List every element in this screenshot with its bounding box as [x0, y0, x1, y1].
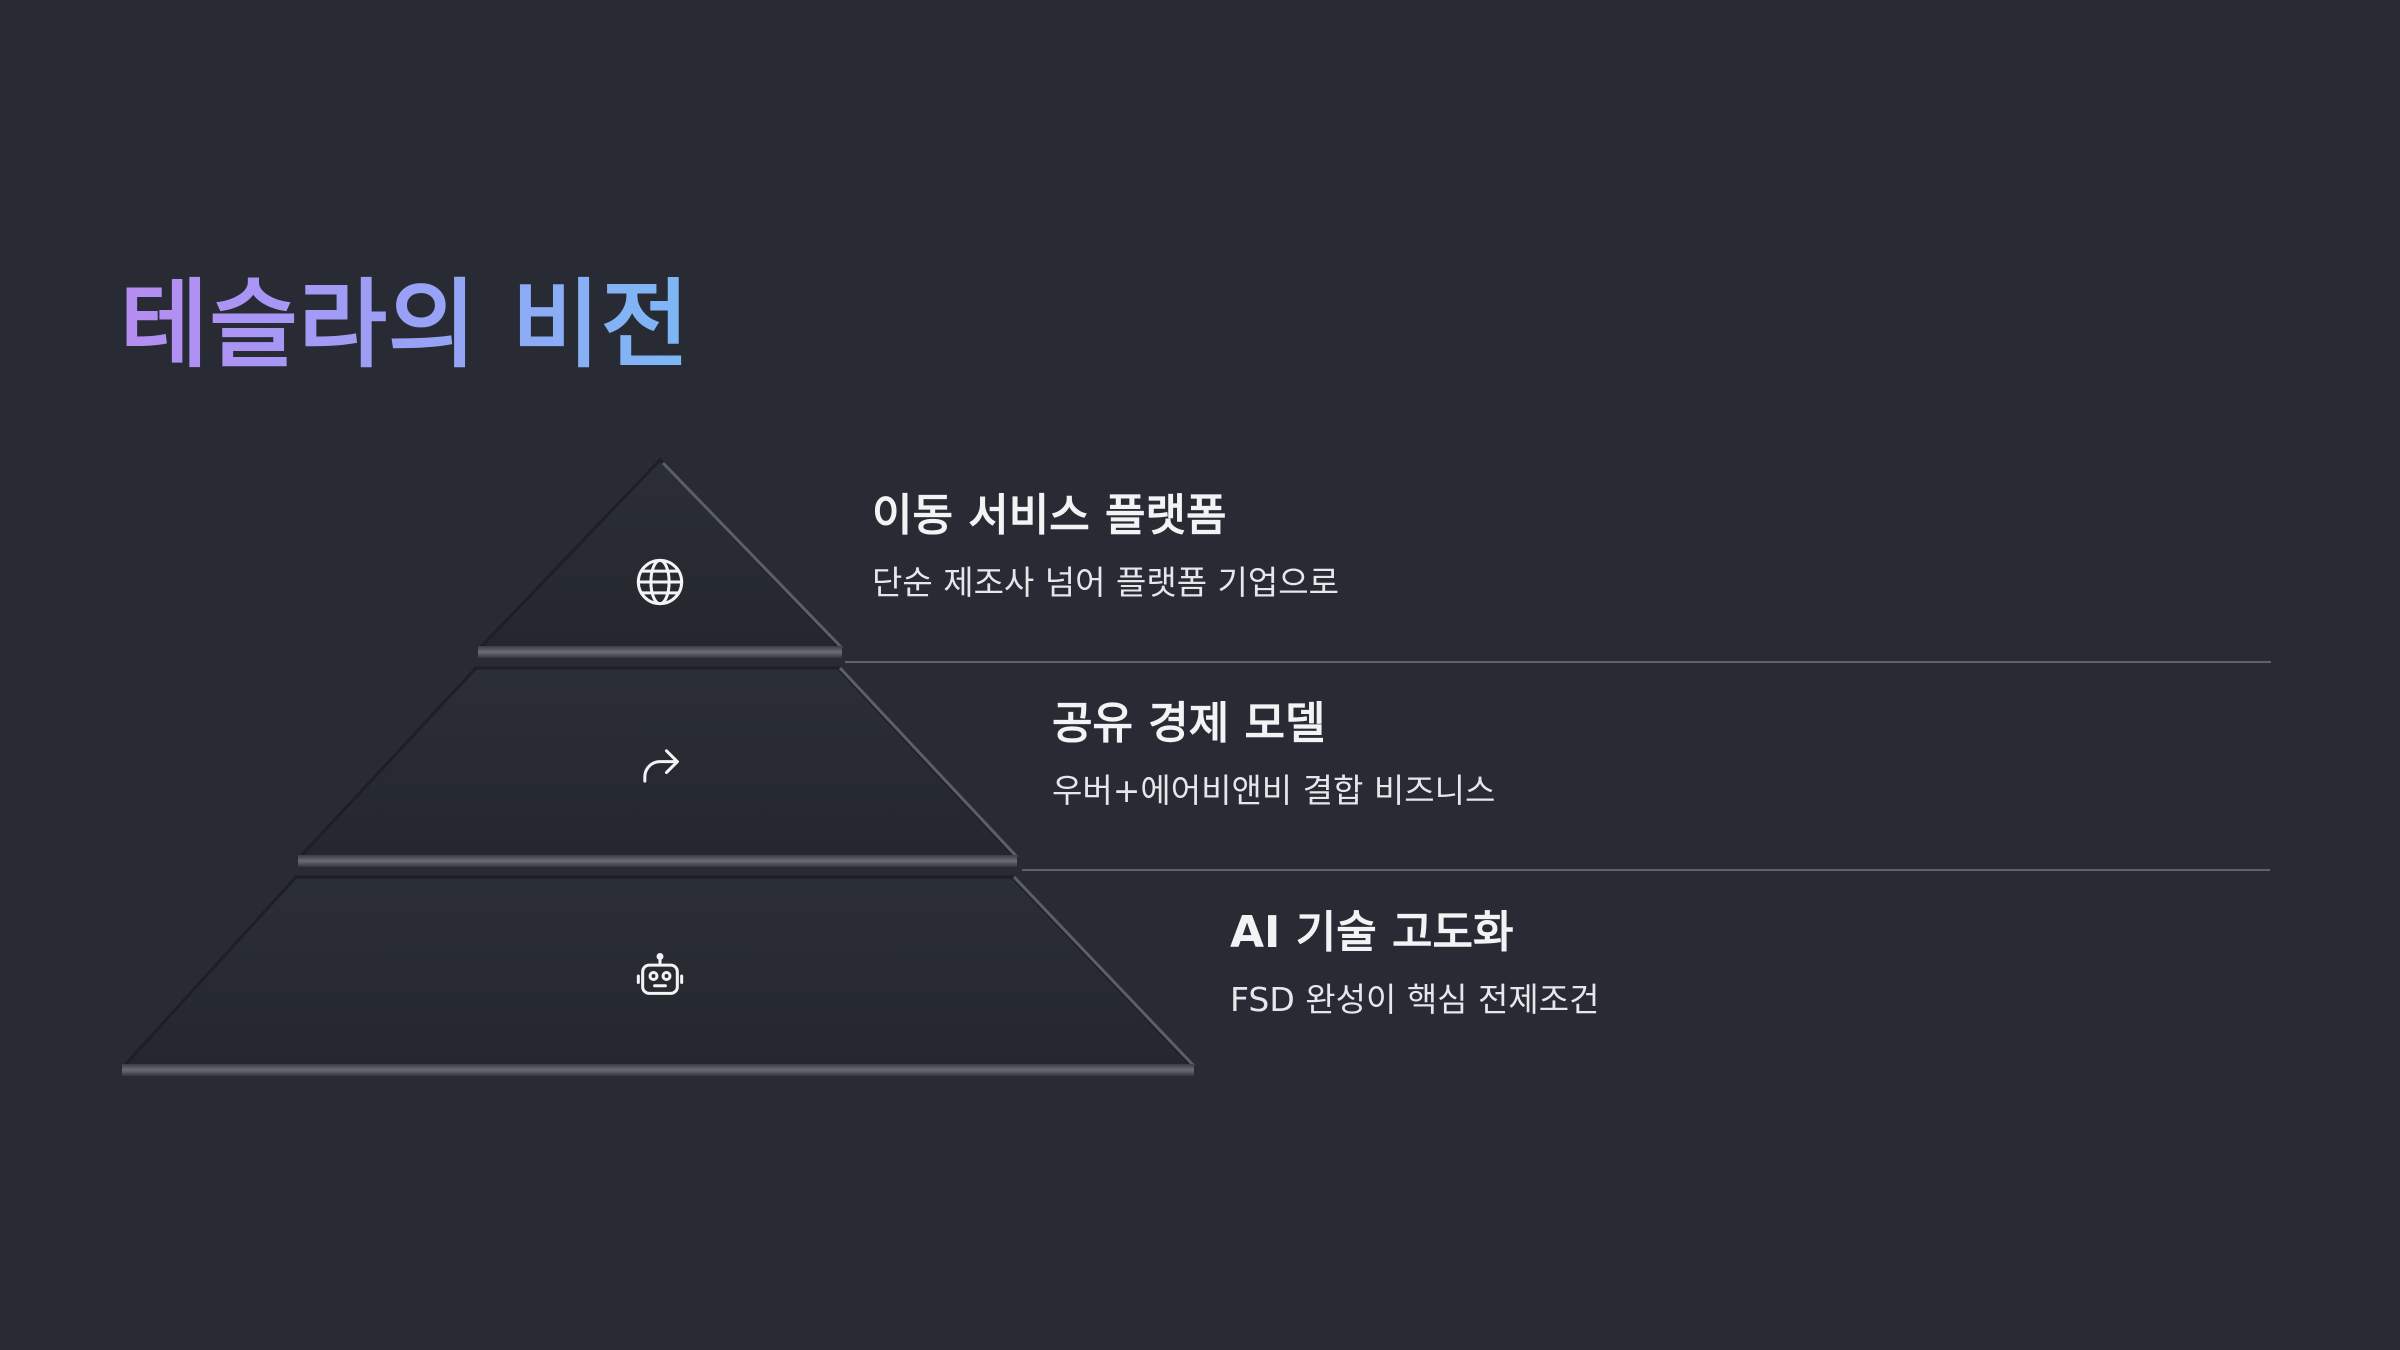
slide-title: 테슬라의 비전 — [120, 269, 691, 381]
level-1-description: 단순 제조사 넘어 플랫폼 기업으로 — [872, 562, 1339, 602]
divider-2 — [1022, 869, 2270, 871]
level-2-text: 공유 경제 모델 우버+에어비앤비 결합 비즈니스 — [1052, 698, 1495, 810]
globe-icon — [634, 556, 686, 608]
pyramid-level-3 — [120, 875, 1196, 1076]
pyramid-level-1 — [476, 457, 844, 658]
level-2-title: 공유 경제 모델 — [1052, 698, 1326, 749]
level-3-text: AI 기술 고도화 FSD 완성이 핵심 전제조건 — [1230, 907, 1599, 1019]
share-arrow-icon — [634, 740, 686, 792]
level-3-title: AI 기술 고도화 — [1230, 907, 1514, 958]
divider-1 — [845, 661, 2271, 663]
level-3-description: FSD 완성이 핵심 전제조건 — [1230, 979, 1600, 1019]
robot-icon — [634, 950, 686, 1002]
level-1-text: 이동 서비스 플랫폼 단순 제조사 넘어 플랫폼 기업으로 — [872, 490, 1339, 602]
level-1-title: 이동 서비스 플랫폼 — [872, 490, 1227, 541]
level-2-description: 우버+에어비앤비 결합 비즈니스 — [1052, 770, 1496, 810]
